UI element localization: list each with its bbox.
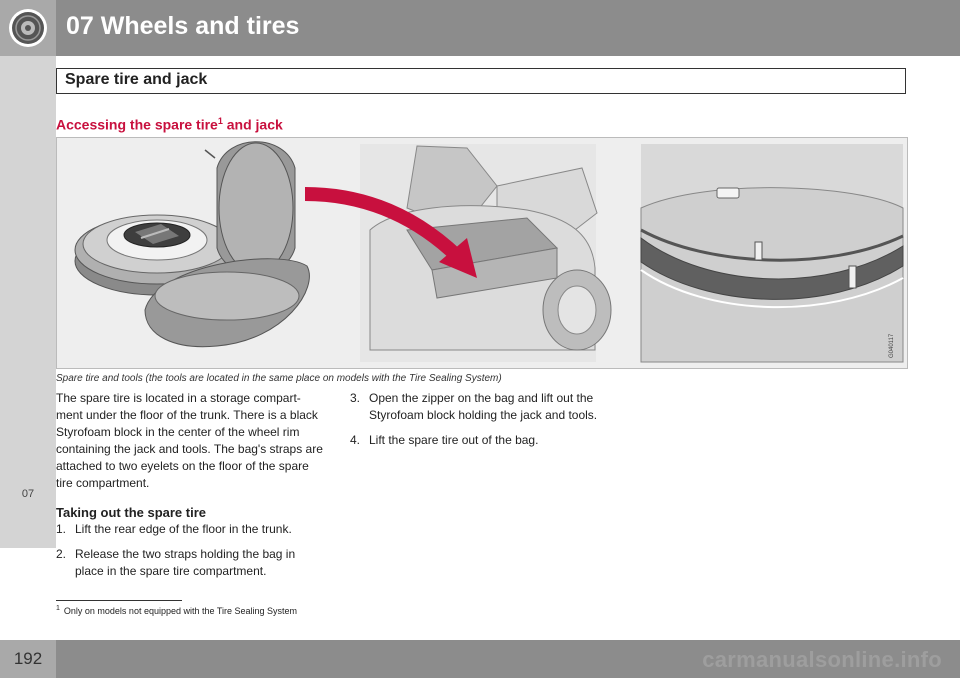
subheading-text: Accessing the spare tire	[56, 116, 218, 133]
step-number: 2.	[56, 547, 67, 561]
figure-code: G040117	[889, 333, 895, 358]
step-text: Lift the rear edge of the floor in the t…	[75, 522, 292, 536]
chapter-sidebar: 07	[0, 56, 56, 548]
list-item: 1. Lift the rear edge of the floor in the…	[56, 521, 324, 538]
subheading-text-after: and jack	[222, 116, 283, 133]
figure-caption: Spare tire and tools (the tools are loca…	[56, 373, 502, 384]
step-text: Lift the spare tire out of the bag.	[369, 433, 539, 447]
step-number: 4.	[350, 433, 361, 447]
page-header: 07 Wheels and tires	[0, 0, 960, 56]
page-number-box: 192	[0, 640, 56, 678]
watermark: carmanualsonline.info	[702, 647, 942, 672]
tire-bag-illustration	[144, 141, 310, 348]
zippered-bag-illustration	[640, 144, 904, 363]
step-list-left: 1. Lift the rear edge of the floor in the…	[56, 521, 324, 580]
page-footer: 192 carmanualsonline.info	[0, 640, 960, 678]
page-number: 192	[13, 649, 43, 668]
chapter-icon-box	[0, 0, 56, 56]
step-number: 1.	[56, 522, 67, 536]
chapter-number: 07	[21, 488, 35, 500]
step-text: Open the zipper on the bag and lift out …	[369, 391, 598, 422]
section-title-box: Spare tire and jack	[56, 68, 906, 94]
list-item: 4. Lift the spare tire out of the bag.	[350, 432, 618, 449]
car-trunk-illustration	[360, 144, 612, 362]
spare-tire-illustration	[74, 214, 240, 296]
footnote-marker: 1	[217, 116, 223, 126]
list-item: 2. Release the two straps holding the bag…	[56, 546, 324, 580]
section-title: Spare tire and jack	[65, 71, 208, 88]
figure-illustration: G040117	[56, 137, 908, 369]
direction-arrow	[304, 187, 462, 262]
footnote-number: 1	[56, 605, 60, 612]
sidebar-bottom	[0, 548, 56, 640]
footnote-text: Only on models not equipped with the Tir…	[63, 606, 298, 616]
subheading: Accessing the spare tire1 and jack	[56, 116, 283, 133]
tire-icon	[9, 9, 47, 47]
step-list-right: 3. Open the zipper on the bag and lift ou…	[350, 390, 618, 449]
step-number: 3.	[350, 391, 361, 405]
intro-paragraph: The spare tire is located in a storage c…	[56, 391, 323, 490]
step-heading: Taking out the spare tire	[56, 505, 207, 520]
right-column: 3. Open the zipper on the bag and lift ou…	[350, 390, 618, 457]
page-title: 07 Wheels and tires	[66, 12, 300, 40]
step-text: Release the two straps holding the bag i…	[75, 547, 296, 578]
arrow-head	[439, 238, 477, 278]
left-column: The spare tire is located in a storage c…	[56, 390, 324, 588]
list-item: 3. Open the zipper on the bag and lift ou…	[350, 390, 618, 424]
footnote-divider	[56, 600, 182, 601]
